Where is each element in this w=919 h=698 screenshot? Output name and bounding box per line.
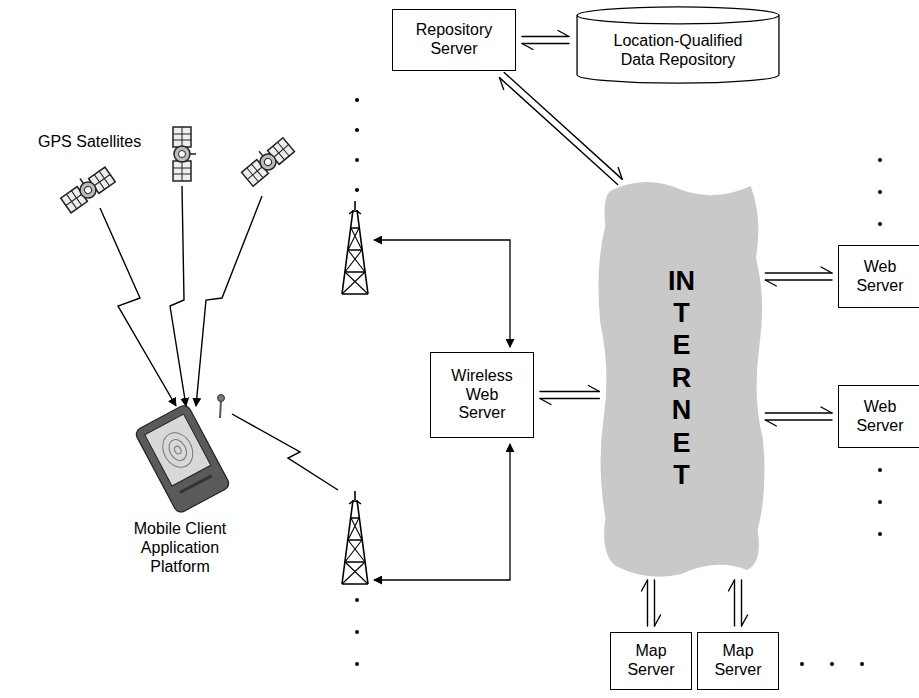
server-box: Web Server — [838, 385, 919, 448]
vertical-title: INTERNET — [668, 265, 695, 492]
continuation-dots — [355, 98, 882, 666]
connector-line — [765, 272, 832, 273]
svg-polyline — [196, 196, 262, 406]
svg-circle — [878, 222, 882, 226]
svg-use — [58, 163, 115, 213]
svg-line — [220, 400, 221, 418]
caption-label: GPS Satellites — [38, 133, 141, 152]
connector-line — [765, 420, 776, 426]
node-text: Web Server — [844, 258, 916, 296]
svg-ellipse — [166, 437, 190, 464]
connector — [642, 580, 661, 626]
svg-rect — [145, 414, 211, 486]
connector — [499, 72, 622, 184]
svg-path — [374, 240, 510, 347]
radio-towers — [342, 201, 368, 584]
svg-circle — [355, 188, 359, 192]
connector-line — [741, 580, 742, 626]
svg-circle — [800, 662, 804, 666]
node-text: Repository Server — [398, 21, 510, 59]
svg-rect — [179, 474, 212, 494]
connector-line — [522, 44, 533, 50]
connector-line — [647, 580, 648, 626]
svg-g — [134, 403, 231, 514]
svg-ellipse — [577, 7, 779, 24]
connector-line — [522, 43, 569, 44]
svg-use — [238, 134, 294, 186]
node-text: Location-Qualified Data Repository — [603, 32, 753, 70]
connector — [765, 267, 832, 286]
svg-ellipse — [157, 428, 199, 473]
svg-ellipse — [173, 445, 182, 455]
svg-rect — [134, 403, 231, 514]
server-box: Web Server — [838, 245, 919, 308]
connector-line — [540, 391, 599, 392]
connector — [522, 31, 569, 50]
radio-link — [232, 414, 338, 490]
connector-line — [734, 580, 735, 626]
connector — [729, 580, 748, 626]
connector-line — [655, 615, 661, 626]
svg-circle — [878, 532, 882, 536]
connector-line — [588, 386, 599, 392]
svg-circle — [355, 98, 359, 102]
server-box: Wireless Web Server — [430, 352, 534, 438]
server-box: Map Server — [697, 632, 779, 690]
device-label: Mobile Client Application Platform — [128, 520, 232, 577]
connector-line — [522, 36, 569, 37]
connector-line — [821, 267, 832, 273]
node-text: Map Server — [616, 642, 686, 680]
svg-circle — [830, 662, 834, 666]
connector-line — [654, 580, 655, 626]
connector-line — [742, 615, 748, 626]
connector-line — [821, 407, 832, 413]
satellite-signals — [100, 186, 262, 406]
connector-line — [618, 168, 622, 180]
svg-path — [577, 15, 779, 83]
svg-circle — [355, 662, 359, 666]
svg-use — [342, 491, 368, 584]
connector-line — [540, 399, 551, 405]
svg-circle — [355, 158, 359, 162]
connector-line — [642, 580, 648, 591]
connector-line — [504, 72, 622, 179]
svg-polyline — [100, 208, 176, 406]
server-box: Map Server — [610, 632, 692, 690]
connector-line — [540, 398, 599, 399]
connector-line — [765, 279, 832, 280]
svg-circle — [878, 468, 882, 472]
node-text: Map Server — [703, 642, 773, 680]
database-cylinder: Location-Qualified Data Repository — [575, 6, 781, 84]
svg-use — [342, 201, 368, 294]
connector — [765, 407, 832, 426]
svg-circle — [878, 190, 882, 194]
internet-cloud: INTERNET — [595, 178, 768, 578]
svg-polyline — [170, 186, 186, 406]
svg-path — [374, 444, 510, 580]
connector-line — [765, 412, 832, 413]
svg-circle — [355, 598, 359, 602]
server-box: Repository Server — [392, 9, 516, 71]
svg-use — [173, 127, 196, 181]
svg-circle — [860, 662, 864, 666]
connector-line — [765, 280, 776, 286]
node-text: Wireless Web Server — [442, 367, 522, 424]
svg-circle — [878, 500, 882, 504]
connector-line — [765, 419, 832, 420]
connector-line — [729, 580, 735, 591]
node-text: Web Server — [844, 398, 916, 436]
svg-circle — [355, 630, 359, 634]
connector-line — [558, 31, 569, 37]
svg-circle — [878, 158, 882, 162]
mobile-phone — [134, 395, 231, 515]
svg-path — [598, 182, 764, 577]
connector — [540, 386, 599, 405]
connector-line — [499, 78, 503, 90]
connector-line — [499, 78, 617, 185]
svg-circle — [218, 395, 225, 402]
svg-circle — [355, 128, 359, 132]
